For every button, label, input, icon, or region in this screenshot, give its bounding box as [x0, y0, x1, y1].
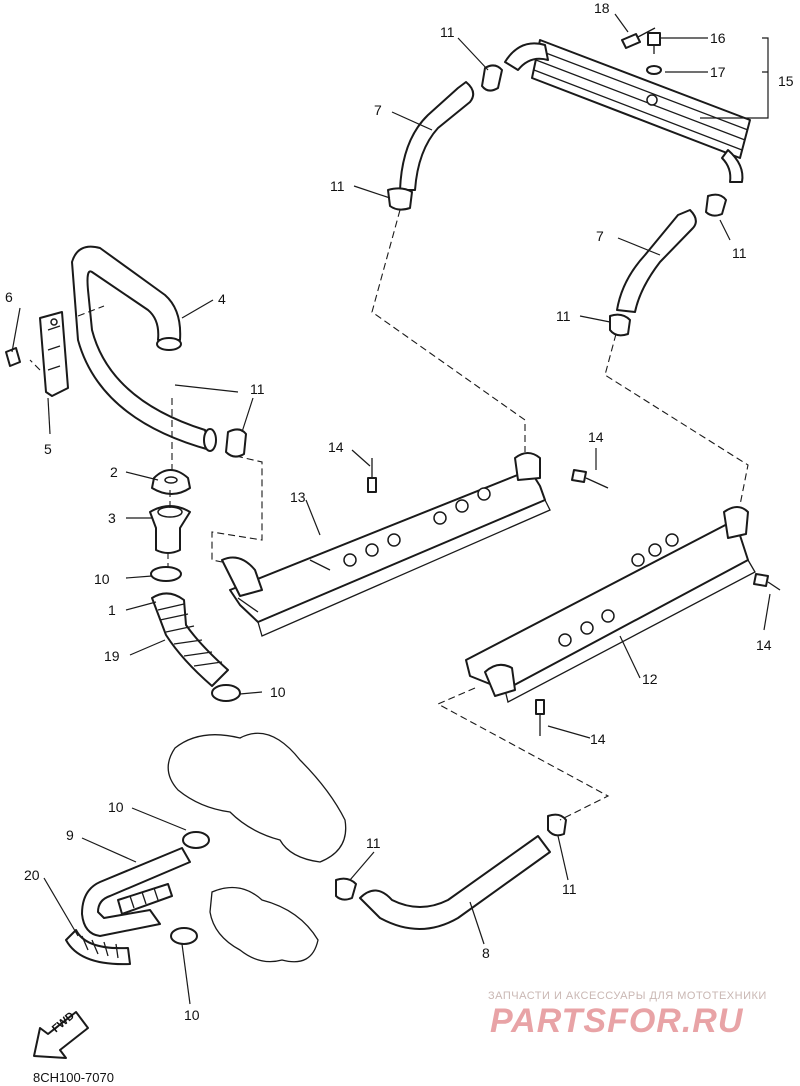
part-5-bracket [39, 311, 69, 397]
callout-13: 13 [290, 489, 306, 505]
part-4-pipe [71, 245, 217, 452]
callout-7: 7 [596, 228, 604, 244]
part-19-corrugated-hose [151, 592, 229, 687]
callout-14: 14 [590, 731, 606, 747]
part-6-bolt [5, 347, 21, 367]
callout-19: 19 [104, 648, 120, 664]
callout-10: 10 [108, 799, 124, 815]
part-15-cooler [504, 39, 751, 183]
callout-5: 5 [44, 441, 52, 457]
callout-17: 17 [710, 64, 726, 80]
callout-18: 18 [594, 0, 610, 16]
engine-outline [167, 732, 347, 963]
callout-10: 10 [270, 684, 286, 700]
callout-11: 11 [250, 381, 265, 397]
watermark-caption: ЗАПЧАСТИ И АКСЕССУАРЫ ДЛЯ МОТОТЕХНИКИ [488, 990, 767, 1002]
callout-16: 16 [710, 30, 726, 46]
callout-12: 12 [642, 671, 658, 687]
watermark-logo: PARTSFOR.RU [490, 1002, 744, 1040]
assembly-lines [29, 209, 749, 821]
part-12-radiator-right [465, 506, 756, 703]
callout-11: 11 [440, 24, 455, 40]
fwd-arrow-icon [33, 1011, 89, 1059]
callout-11: 11 [562, 881, 577, 897]
callout-14: 14 [588, 429, 604, 445]
part-7-upper-hose-right [616, 209, 697, 313]
callout-14: 14 [328, 439, 344, 455]
leader-lines [11, 13, 771, 1005]
callout-1: 1 [108, 602, 116, 618]
callout-6: 6 [5, 289, 13, 305]
callout-10: 10 [184, 1007, 200, 1023]
callout-3: 3 [108, 510, 116, 526]
part-8-lower-hose [359, 835, 551, 930]
part-3-housing [149, 505, 191, 554]
part-2-cap [151, 469, 191, 495]
callout-10: 10 [94, 571, 110, 587]
part-17-washer [646, 65, 662, 75]
callout-11: 11 [732, 245, 747, 261]
callout-11: 11 [366, 835, 381, 851]
part-9-hose [81, 847, 191, 937]
callout-11: 11 [330, 178, 345, 194]
part-18-bolt [621, 27, 656, 49]
callout-7: 7 [374, 102, 382, 118]
callout-11: 11 [556, 308, 571, 324]
part-16-bolt [647, 32, 661, 54]
callout-20: 20 [24, 867, 40, 883]
callout-14: 14 [756, 637, 772, 653]
callout-labels: 18 16 17 15 11 7 11 7 11 11 4 6 5 11 2 3… [5, 0, 794, 1023]
part-7-upper-hose-left [399, 81, 475, 191]
callout-4: 4 [218, 291, 226, 307]
part-20-corrugated-hose [65, 883, 173, 966]
part-13-radiator-left [221, 452, 551, 637]
diagram-code: 8CH100-7070 [33, 1070, 114, 1085]
part-11-clamp [225, 64, 727, 901]
callout-2: 2 [110, 464, 118, 480]
callout-15: 15 [778, 73, 794, 89]
part-10-clamp [150, 566, 241, 945]
callout-9: 9 [66, 827, 74, 843]
part-14-bolt [367, 458, 781, 736]
callout-8: 8 [482, 945, 490, 961]
